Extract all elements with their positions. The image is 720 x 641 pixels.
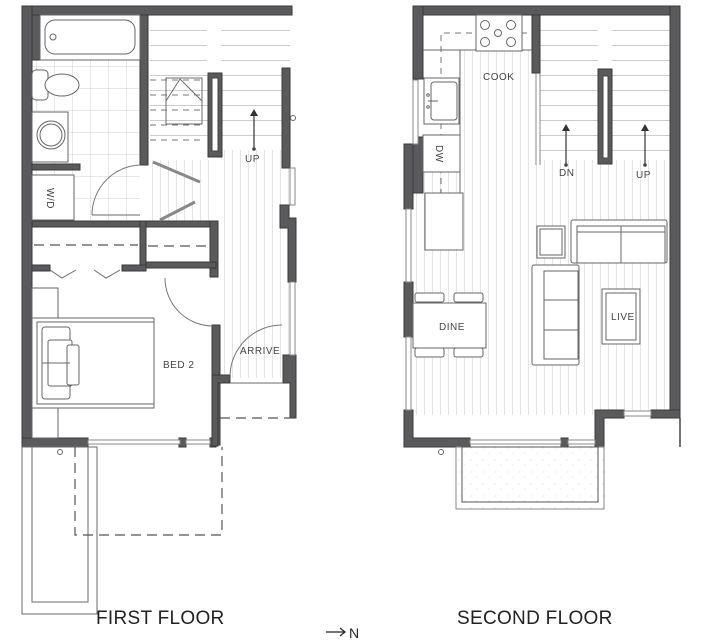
label-up-second: UP [636, 170, 651, 181]
arrive-floor [218, 150, 293, 378]
entry-door-swing [229, 324, 283, 376]
dining-chair [414, 292, 445, 303]
refrigerator [424, 192, 464, 251]
label-live: LIVE [611, 312, 635, 323]
hall-floor [145, 160, 215, 225]
bath-stair-partition [139, 14, 149, 166]
bathroom-door-swing [91, 164, 141, 216]
side-walkway [21, 446, 98, 615]
label-arrive: ARRIVE [240, 346, 280, 357]
dishwasher [422, 134, 461, 173]
hall-door [152, 160, 201, 184]
nightstand-bottom [31, 407, 59, 439]
sliding-door-first [87, 439, 181, 445]
bifold-door-left [49, 269, 77, 279]
label-dine: DINE [439, 322, 465, 333]
label-wd: W/D [44, 188, 55, 209]
north-label: N [349, 625, 359, 641]
overhead-deck-outline [74, 447, 223, 536]
closet-wall [31, 220, 141, 228]
second-floor-plan: DN UP COOK [403, 5, 681, 510]
north-exterior-wall [21, 5, 293, 16]
nightstand-top [31, 287, 59, 319]
bedroom-door-swing [164, 277, 214, 327]
north-exterior-wall-second [412, 5, 681, 16]
southwest-corner-wall [403, 409, 471, 448]
west-exterior-wall [21, 5, 33, 447]
south-wall-left [21, 437, 89, 448]
label-dw: DW [433, 145, 444, 163]
sliding-door-second [469, 439, 562, 445]
label-bed-2: BED 2 [163, 360, 194, 371]
north-indicator: N [326, 625, 359, 641]
label-dn: DN [559, 168, 574, 179]
kitchen-stair-partition [531, 14, 541, 74]
balcony [455, 446, 605, 510]
east-wall-upper [281, 67, 291, 169]
dining-table [412, 302, 487, 349]
first-floor-plan: UP [21, 5, 297, 615]
east-exterior-wall-second [669, 5, 681, 412]
label-cook: COOK [483, 72, 514, 83]
washer-dryer [31, 174, 75, 221]
bifold-door-right [93, 269, 121, 279]
first-floor-title: FIRST FLOOR [96, 608, 225, 629]
second-floor-title: SECOND FLOOR [457, 608, 613, 629]
label-up-first: UP [245, 154, 260, 165]
